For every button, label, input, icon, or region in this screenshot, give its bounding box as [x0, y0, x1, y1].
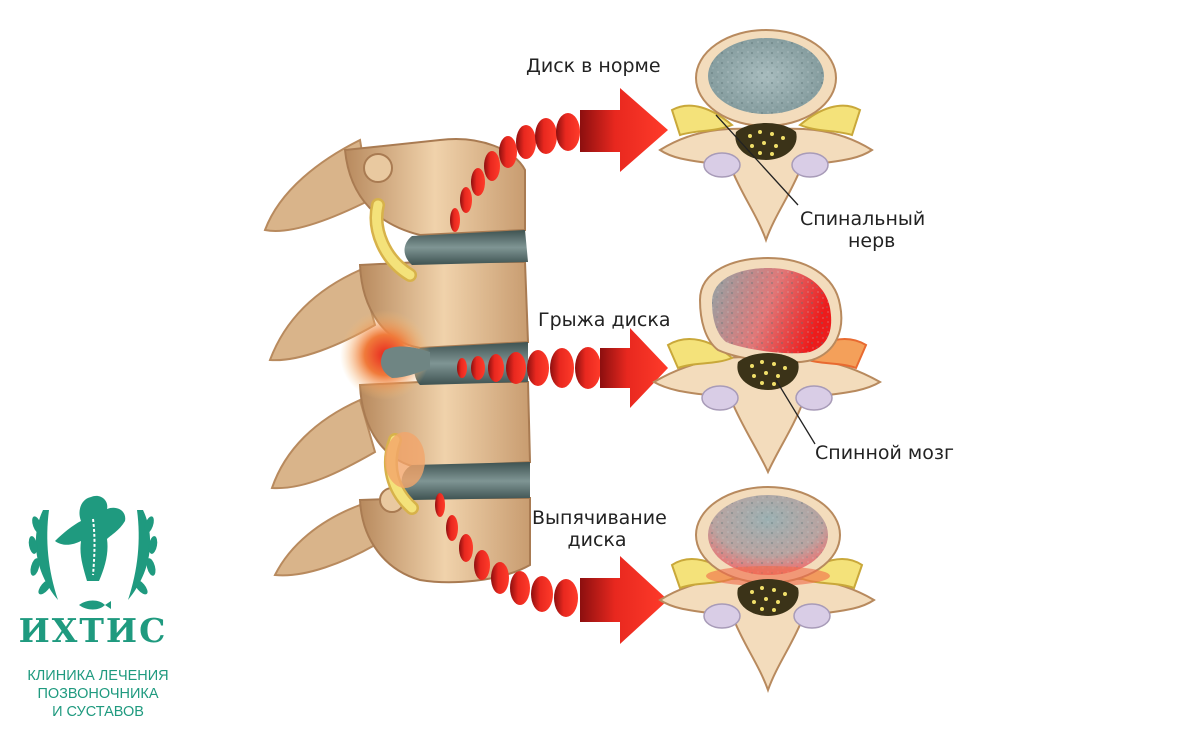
arrow-tail-top — [450, 113, 580, 232]
facet-right-hernia — [795, 385, 833, 411]
fish-icon — [79, 600, 111, 610]
nerve-left-hernia — [666, 338, 734, 370]
label-protrusion-line2: диска — [567, 529, 627, 551]
cross-section-hernia — [652, 256, 882, 475]
pointer-nerve — [715, 114, 799, 206]
arrow-head-bottom — [580, 556, 668, 644]
protrusion-inflammation — [385, 432, 425, 488]
label-spinal-cord: Спинной мозг — [815, 442, 954, 464]
facet-right-normal — [791, 152, 829, 178]
logo-emblem — [28, 495, 158, 610]
disc-normal — [404, 230, 528, 265]
label-protrusion: Выпячивание диска — [532, 507, 667, 551]
logo-tagline-line2: ПОЗВОНОЧНИКА — [37, 686, 159, 702]
label-spinal-nerve-line2: нерв — [848, 230, 896, 252]
facet-left-protrusion — [703, 603, 741, 629]
nerve-root-top-inner — [372, 200, 415, 280]
nerve-left-normal — [670, 104, 734, 137]
cross-section-normal — [658, 29, 874, 243]
cross-section-protrusion — [658, 486, 876, 693]
disc-protruded — [401, 462, 530, 500]
arrow-tail-bottom — [435, 493, 578, 617]
spinal-cord-normal — [735, 123, 797, 160]
spinous-process-top — [263, 138, 372, 232]
spinous-process-low — [270, 398, 377, 490]
arrow-tail-mid — [457, 347, 601, 389]
label-spinal-nerve-line1: Спинальный — [800, 208, 926, 230]
facet-left-hernia — [701, 385, 739, 411]
logo-name: ИХТИС — [18, 611, 168, 650]
label-spinal-nerve: Спинальный нерв — [800, 208, 925, 252]
nerve-right-normal — [798, 104, 862, 137]
label-hernia: Грыжа диска — [538, 309, 671, 331]
pointer-spinal-cord — [775, 379, 816, 445]
spinous-process-bottom — [273, 503, 377, 577]
laurel-wreath-icon — [28, 510, 158, 600]
arrow-head-top — [580, 88, 668, 172]
disc-nucleus-texture-protrusion — [708, 495, 828, 575]
logo-tagline: КЛИНИКА ЛЕЧЕНИЯ ПОЗВОНОЧНИКА И СУСТАВОВ — [8, 667, 188, 721]
disc-nucleus-texture-hernia — [712, 268, 832, 354]
spinal-cord-dots-protrusion — [750, 586, 787, 612]
spine-line-icon — [92, 518, 96, 576]
arrow-head-mid — [600, 328, 668, 408]
spinal-cord-dots-hernia — [750, 360, 787, 386]
figure-silhouette-icon — [55, 495, 126, 581]
label-normal-disc: Диск в норме — [526, 55, 661, 77]
spinal-cord-hernia — [737, 353, 799, 390]
logo-tagline-line1: КЛИНИКА ЛЕЧЕНИЯ — [27, 668, 169, 684]
facet-right-protrusion — [793, 603, 831, 629]
facet-left-normal — [703, 152, 741, 178]
arrows — [435, 88, 668, 644]
logo-tagline-line3: И СУСТАВОВ — [52, 704, 144, 720]
herniated-nucleus — [380, 346, 430, 378]
protrusion-bulge — [706, 566, 830, 586]
label-protrusion-line1: Выпячивание — [532, 507, 667, 529]
spinal-cord-protrusion — [737, 579, 799, 616]
spinal-cord-dots-normal — [748, 130, 785, 156]
disc-nucleus-texture-normal — [708, 38, 824, 114]
facet-joint-1 — [363, 153, 393, 183]
